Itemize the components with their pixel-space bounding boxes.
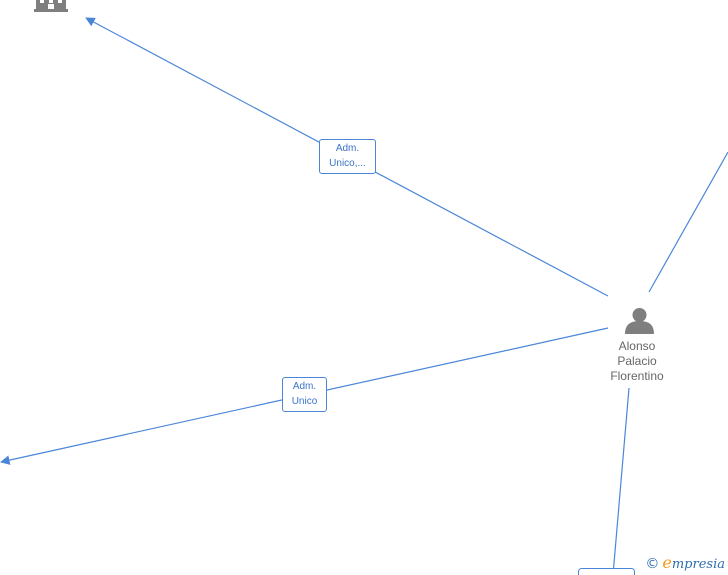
edge-label-adm-unico-top[interactable]: Adm. Unico,... xyxy=(319,139,376,174)
edge-label-line: Adm. xyxy=(292,381,317,392)
person-name-line: Alonso xyxy=(618,339,656,353)
empresia-watermark: ©empresia xyxy=(645,553,725,572)
building-icon[interactable] xyxy=(34,0,68,12)
brand-name: mpresia xyxy=(671,557,725,572)
edge-label-line: Unico xyxy=(291,396,318,407)
edge-to-offscreen-right xyxy=(648,151,728,293)
brand-initial: e xyxy=(662,553,672,572)
edge-label-adm-unico-left[interactable]: Adm. Unico xyxy=(282,377,327,412)
edge-to-offscreen-bottom xyxy=(612,387,630,575)
person-icon[interactable] xyxy=(625,308,654,334)
copyright-symbol: © xyxy=(645,556,660,572)
person-name-line: Florentino xyxy=(610,369,664,383)
edge-label-partial[interactable] xyxy=(578,568,635,575)
person-name-line: Palacio xyxy=(617,354,657,368)
person-name-label[interactable]: Alonso Palacio Florentino xyxy=(597,339,677,384)
edge-label-line: Adm. xyxy=(335,143,360,154)
edge-label-line: Unico,... xyxy=(329,158,366,169)
